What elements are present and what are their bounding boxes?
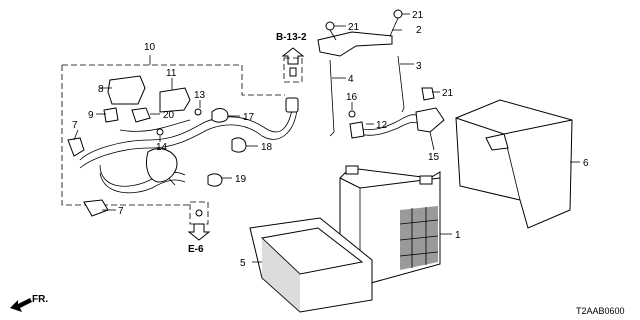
callout-20: 20 <box>163 110 175 121</box>
callout-10: 10 <box>144 42 156 53</box>
lower-reference-label: E-6 <box>188 244 204 255</box>
battery-hold-down <box>317 9 414 137</box>
callout-9: 9 <box>88 110 94 121</box>
harness-group-outline <box>61 55 285 206</box>
callout-6: 6 <box>583 158 589 169</box>
upper-reference-label: B-13-2 <box>276 32 307 43</box>
callout-17: 17 <box>243 112 255 123</box>
diagram-code: T2AAB0600 <box>576 306 625 316</box>
callout-7a: 7 <box>72 120 78 131</box>
lower-reference-marker <box>187 201 211 241</box>
callout-14: 14 <box>156 142 168 153</box>
callout-19: 19 <box>235 174 247 185</box>
callout-16: 16 <box>346 92 358 103</box>
callout-8: 8 <box>98 84 104 95</box>
callout-11: 11 <box>166 68 177 79</box>
positive-cable-harness <box>79 97 299 194</box>
harness-clips <box>67 107 247 217</box>
callout-3: 3 <box>416 61 422 72</box>
callout-21c: 21 <box>442 88 454 99</box>
fuse-box-cover <box>100 75 191 113</box>
front-direction-label: FR. <box>32 294 48 305</box>
callout-21b: 21 <box>412 10 424 21</box>
callout-21a: 21 <box>348 22 360 33</box>
front-direction-arrow-icon <box>10 298 32 312</box>
battery-label-grid <box>399 206 439 270</box>
callout-13: 13 <box>194 90 206 101</box>
callout-7b: 7 <box>118 206 124 217</box>
callout-2: 2 <box>416 25 422 36</box>
callout-12: 12 <box>376 120 388 131</box>
callout-18: 18 <box>261 142 273 153</box>
battery-tray <box>249 217 373 313</box>
upper-reference-marker <box>281 47 305 83</box>
callout-1: 1 <box>455 230 461 241</box>
callout-4: 4 <box>348 74 354 85</box>
callout-5: 5 <box>240 258 246 269</box>
battery-box-cover <box>455 99 580 229</box>
callout-15: 15 <box>428 152 440 163</box>
harness-leaders <box>73 100 258 211</box>
negative-cable <box>348 87 445 151</box>
